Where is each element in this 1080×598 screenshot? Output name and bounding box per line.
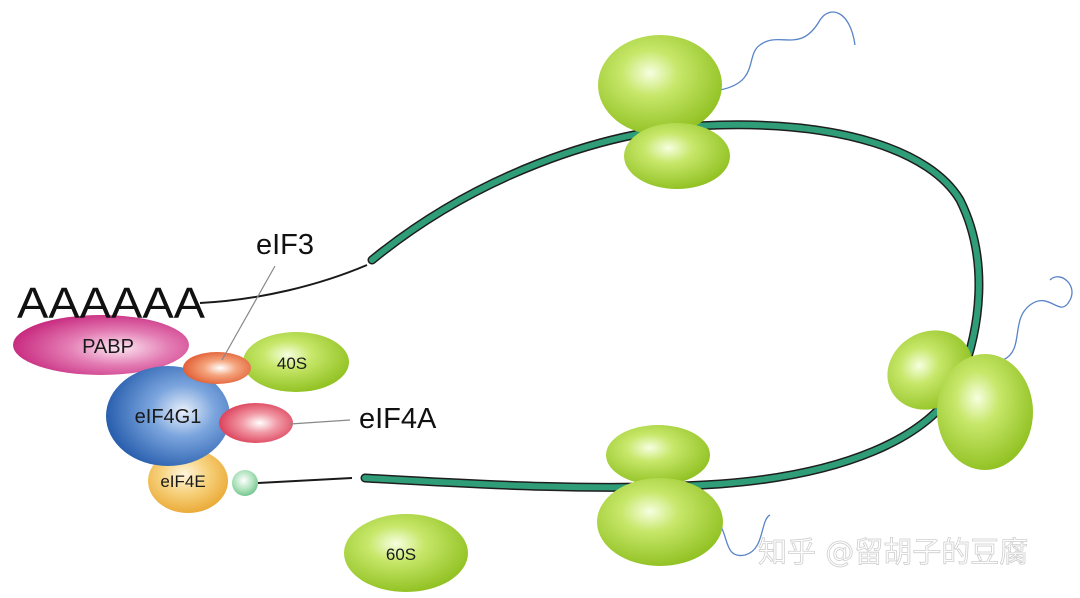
eif4a-callout-line [289, 419, 351, 425]
ribosome-top-large-subunit [598, 35, 722, 135]
poly-a-tail-line [199, 264, 368, 304]
ribosome-right-large-subunit [937, 354, 1033, 470]
label-eif4e: eIF4E [160, 472, 205, 491]
peptide-chain-right [1002, 276, 1073, 361]
ribosome-top-small-subunit [624, 123, 730, 189]
eif4g1-protein [106, 366, 230, 466]
pabp-protein [13, 315, 189, 375]
label-eif4g1: eIF4G1 [135, 406, 202, 428]
subunit-60s [344, 514, 468, 592]
peptide-chain-top [719, 11, 856, 91]
mrna-5-prime-line [257, 477, 353, 484]
subunit-40s [243, 332, 349, 392]
ribosome-bottom-large-subunit [597, 478, 723, 566]
peptide-chain-bottom [714, 514, 771, 557]
label-60s: 60S [386, 545, 416, 564]
label-pabp: PABP [82, 336, 134, 358]
cap-structure [232, 470, 258, 496]
watermark-text: 知乎 @留胡子的豆腐 [758, 535, 1028, 569]
eif3-callout-line [221, 265, 276, 361]
label-40s: 40S [277, 354, 307, 373]
label-eif4a: eIF4A [359, 403, 437, 435]
label-poly-a: AAAAAA [17, 279, 206, 328]
eif3-protein [183, 352, 251, 384]
label-eif3: eIF3 [256, 229, 314, 261]
eif4a-protein [219, 403, 293, 443]
ribosome-bottom-small-subunit [606, 425, 710, 485]
